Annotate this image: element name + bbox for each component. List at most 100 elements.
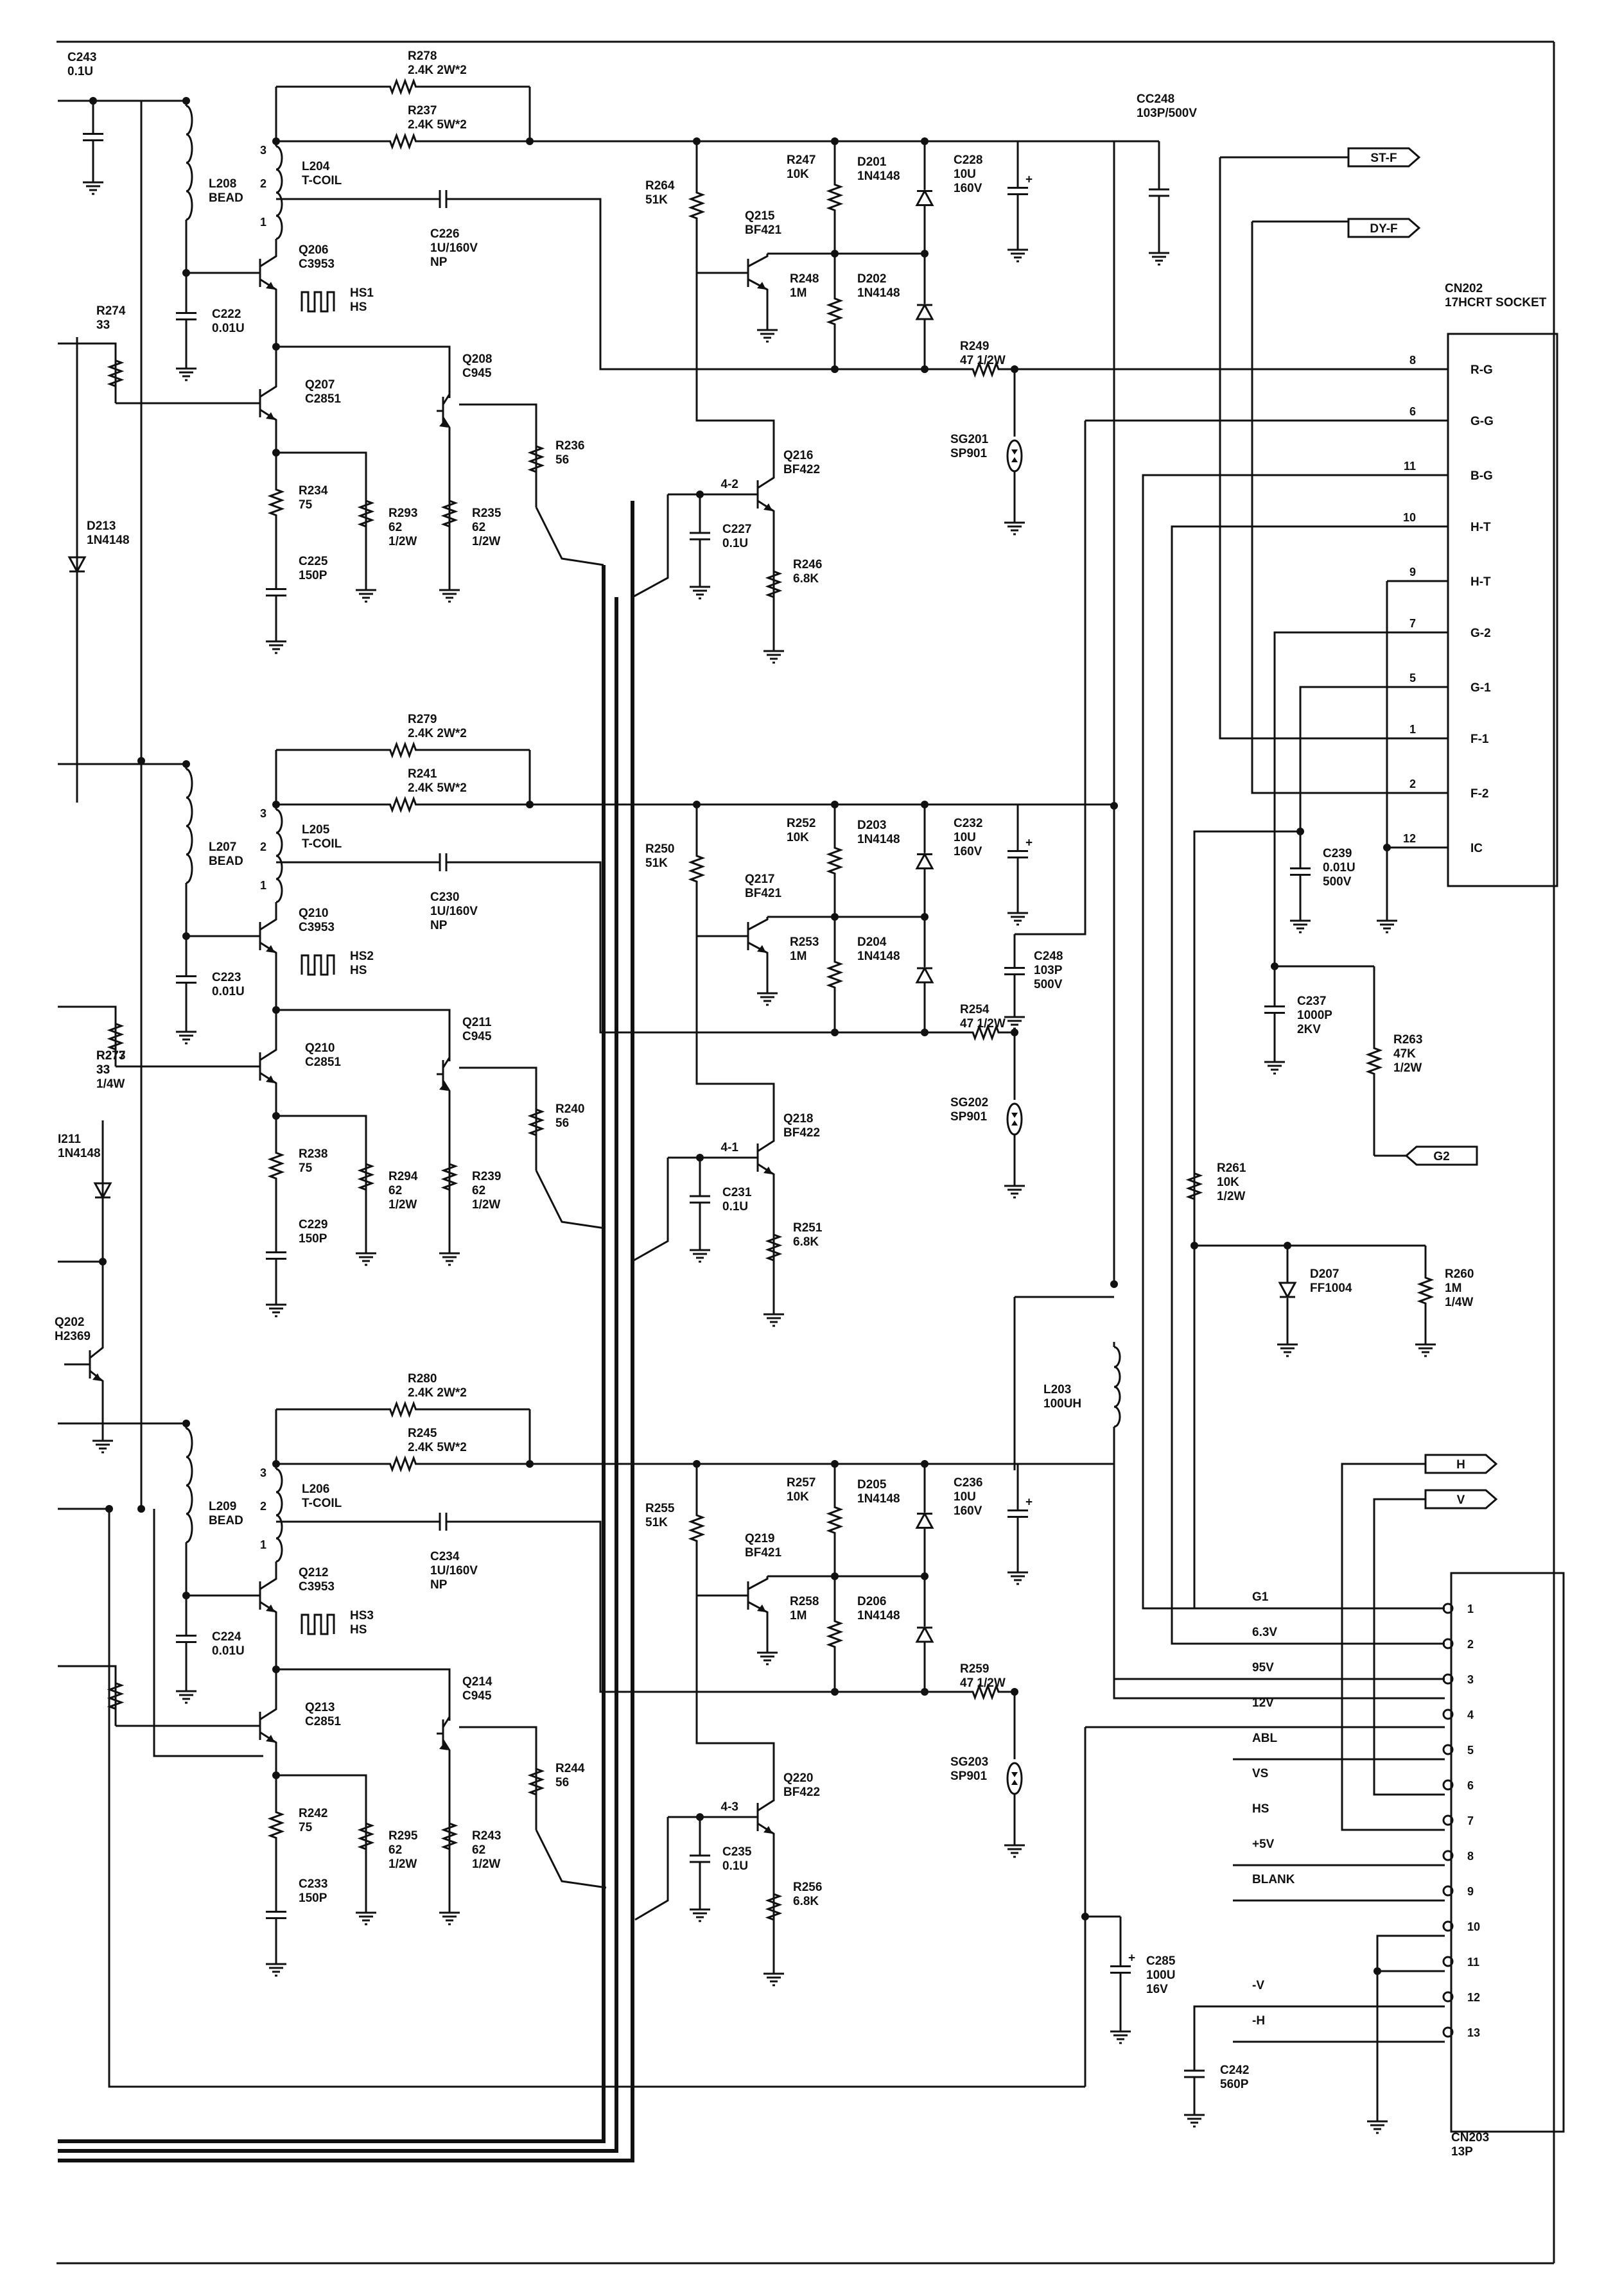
cn203-pin-num: 4: [1467, 1709, 1474, 1721]
component-label: 51K: [645, 193, 668, 207]
cn203-net-label: -H: [1252, 2014, 1265, 2028]
spark-gap-tip: [1011, 449, 1018, 455]
coil-pin: 2: [260, 840, 266, 853]
heatsink-icon: [301, 954, 335, 976]
component-label: C945: [462, 1689, 492, 1703]
inductor-icon: [275, 145, 283, 240]
component-label: R251: [793, 1221, 823, 1235]
component-label: R253: [790, 935, 819, 949]
cn203-pin-num: 11: [1467, 1956, 1479, 1969]
resistor: [276, 132, 530, 150]
component-label: 16V: [1146, 1983, 1168, 1996]
cn202-pin-num: 8: [1409, 354, 1416, 367]
component-label: 560P: [1220, 2078, 1249, 2091]
component-label: R250: [645, 842, 674, 856]
diode-icon: [67, 556, 87, 574]
component-label: R279: [408, 713, 437, 726]
dy-f-tag: [1347, 218, 1421, 238]
cn203-pin: [1442, 1709, 1454, 1720]
wire: [695, 933, 775, 1119]
component-label: BF422: [783, 463, 820, 476]
wire: [757, 500, 775, 642]
component-label: Q207: [305, 378, 335, 392]
component-label: 56: [555, 1117, 569, 1130]
wire: [442, 390, 451, 405]
inductor-icon: [275, 1468, 283, 1563]
component-label: BEAD: [209, 191, 243, 205]
component-label: L206: [302, 1483, 329, 1496]
component-label: R277: [96, 1049, 125, 1063]
component-label: C945: [462, 367, 492, 380]
spark-gap-icon: [1006, 439, 1023, 473]
component-label: R240: [555, 1102, 584, 1116]
junction-dot: [105, 1505, 113, 1513]
output-bus: [58, 501, 634, 2162]
component-label: SG202: [950, 1096, 988, 1109]
component-label: 2.4K 5W*2: [408, 1441, 467, 1454]
component-label: R260: [1445, 1267, 1474, 1281]
node-label: 4-3: [721, 1800, 738, 1814]
cn202-pin-name: IC: [1470, 842, 1483, 855]
wire: [259, 347, 277, 398]
wire: [1193, 830, 1300, 1213]
component-label: 10U: [954, 168, 976, 181]
cn203-pin: [1442, 1779, 1454, 1791]
wire: [58, 1260, 104, 1332]
component-label: 1M: [790, 950, 807, 963]
wire: [1376, 1935, 1445, 2112]
component-label: 160V: [954, 845, 982, 858]
wire: [259, 907, 277, 931]
component-label: 1/4W: [1445, 1296, 1473, 1309]
node-label: 4-2: [721, 478, 738, 491]
component-label: C232: [954, 817, 982, 830]
resistor: [276, 741, 530, 759]
component-label: 6.8K: [793, 1895, 819, 1908]
component-label: 0.1U: [722, 537, 748, 550]
component-label: R264: [645, 179, 675, 193]
wire: [1299, 686, 1448, 831]
components: ++++: [67, 78, 1565, 2134]
component-label: R248: [790, 272, 819, 286]
component-label: BF421: [745, 887, 781, 900]
component-label: C235: [722, 1845, 752, 1859]
resistor: [527, 1074, 545, 1170]
cn202-pin-name: G-2: [1470, 627, 1491, 640]
cn203-pin: [1442, 1744, 1454, 1755]
cn203-pin: [1442, 1603, 1454, 1614]
component-label: R249: [960, 340, 989, 353]
component-label: 150P: [299, 569, 327, 582]
dy-f-tag-label: DY-F: [1370, 222, 1397, 236]
component-label: 13P: [1451, 2145, 1473, 2159]
component-label: 1U/160V: [430, 905, 478, 918]
diode-icon: [915, 189, 934, 206]
wire: [535, 507, 604, 566]
component-label: Q216: [783, 449, 813, 462]
cn202-pin-name: F-1: [1470, 733, 1489, 746]
component-label: C2851: [305, 1715, 341, 1728]
wire: [757, 1779, 775, 1812]
resistor: [357, 1798, 375, 1875]
component-label: 0.01U: [212, 1644, 245, 1658]
component-label: 2KV: [1297, 1023, 1321, 1036]
cn203-pin: [1442, 1920, 1454, 1932]
component-label: D201: [857, 155, 887, 169]
component-label: R255: [645, 1502, 675, 1515]
emitter-arrow: [757, 945, 766, 953]
wire: [747, 917, 769, 931]
cn202-pin-num: 7: [1409, 617, 1416, 630]
component-label: I211: [58, 1133, 81, 1146]
component-label: R241: [408, 767, 437, 781]
component-label: C223: [212, 971, 241, 984]
component-label: HS: [350, 300, 367, 314]
component-label: 100UH: [1043, 1397, 1081, 1411]
component-label: 1N4148: [857, 833, 900, 846]
frame: [57, 40, 1555, 2265]
component-label: Q217: [745, 873, 774, 886]
component-label: 103P/500V: [1137, 107, 1197, 120]
wire: [535, 1829, 607, 1889]
resistor: [107, 344, 125, 403]
component-label: L204: [302, 160, 330, 173]
emitter-arrow: [757, 282, 766, 290]
polarity-mark: +: [1025, 1496, 1033, 1509]
resistor: [1185, 1127, 1203, 1246]
